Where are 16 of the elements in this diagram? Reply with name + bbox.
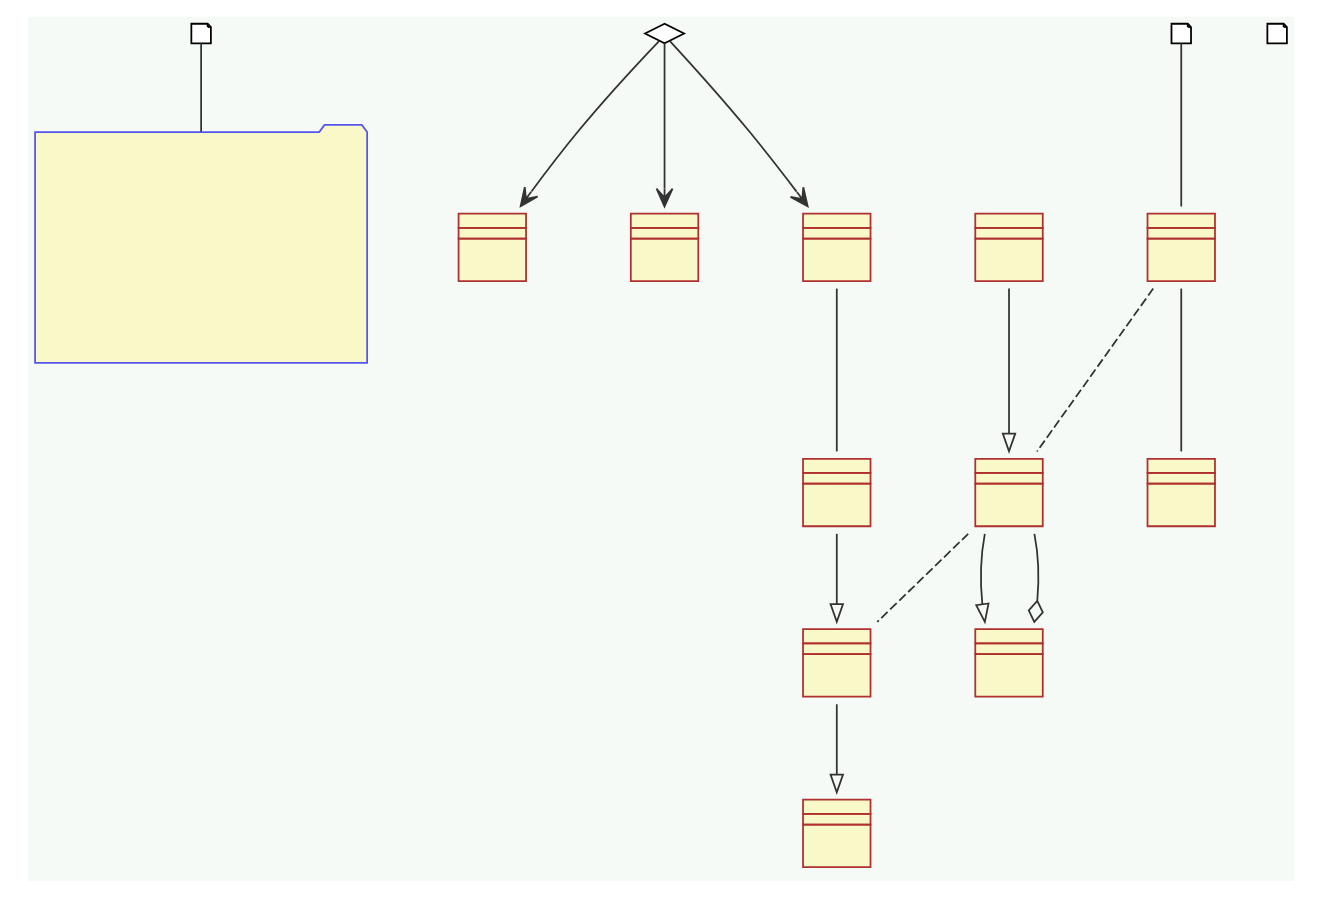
node-folder [34,124,369,364]
arrow [829,703,845,796]
connector [835,287,838,453]
connector [1036,287,1155,453]
arrow [655,42,674,208]
node-diamond [643,22,687,45]
arrow [1001,287,1017,455]
connector [1180,42,1183,208]
connector [1027,532,1044,624]
connector [200,42,202,133]
arrow [829,532,845,625]
connector [876,532,970,623]
arrow [974,532,990,625]
arrow [519,39,661,207]
arrow [668,39,809,208]
connector [1180,287,1183,453]
